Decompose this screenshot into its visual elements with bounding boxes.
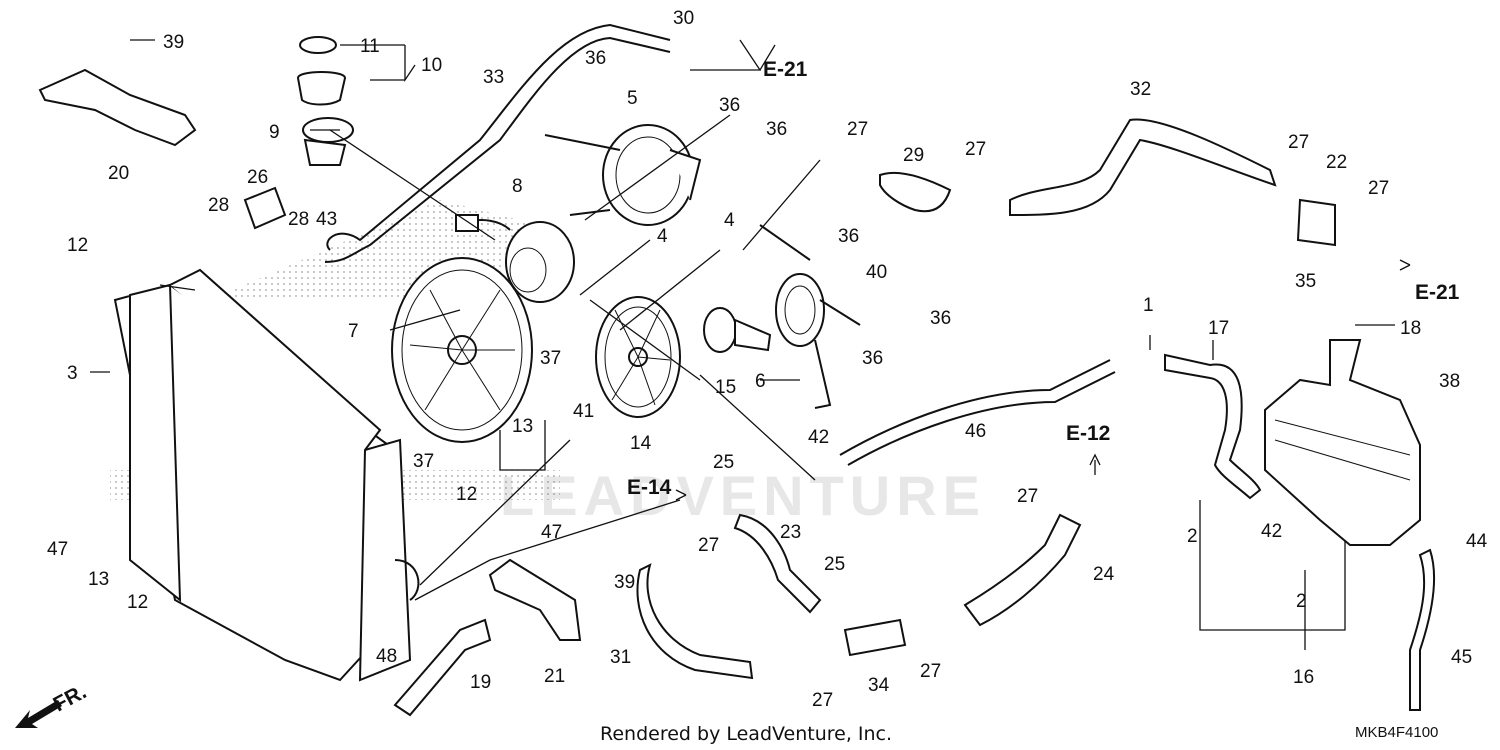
callout-12c: 12	[127, 592, 148, 613]
callout-1: 1	[1143, 295, 1154, 316]
callout-27h: 27	[920, 661, 941, 682]
callout-24: 24	[1093, 564, 1115, 585]
callout-16: 16	[1293, 667, 1314, 688]
callout-36d: 36	[838, 226, 859, 247]
callout-11: 11	[360, 36, 380, 57]
callout-14: 14	[630, 433, 652, 454]
fan-motor	[455, 214, 575, 303]
callout-46: 46	[965, 421, 986, 442]
callout-20: 20	[108, 163, 129, 184]
reference-e14: E-14	[627, 476, 672, 499]
callout-4a: 4	[657, 226, 668, 247]
callout-36e: 36	[930, 308, 951, 329]
callout-18: 18	[1400, 318, 1421, 339]
fan-motor-small	[703, 307, 772, 353]
callout-2a: 2	[1187, 526, 1198, 547]
callout-22: 22	[1326, 152, 1347, 173]
fan-shroud	[544, 124, 702, 226]
callout-36a: 36	[585, 48, 606, 69]
callout-12b: 12	[456, 484, 477, 505]
front-label: FR.	[50, 680, 91, 716]
callout-13b: 13	[88, 569, 109, 590]
callout-9: 9	[269, 122, 280, 143]
callout-25a: 25	[713, 452, 734, 473]
callout-13a: 13	[512, 416, 533, 437]
callout-27c: 27	[1288, 132, 1309, 153]
callout-34: 34	[868, 675, 890, 696]
hoses	[324, 23, 1436, 711]
callout-48: 48	[376, 646, 397, 667]
reference-e12: E-12	[1066, 422, 1110, 445]
callout-47b: 47	[47, 539, 68, 560]
callout-45: 45	[1451, 647, 1472, 668]
references: E-21 E-21 E-12 E-14	[627, 58, 1460, 499]
reserve-tank	[1264, 339, 1421, 546]
fan-large	[391, 257, 533, 443]
callout-4b: 4	[724, 210, 735, 231]
callout-47a: 47	[541, 522, 562, 543]
radiator	[113, 268, 420, 682]
callout-42b: 42	[1261, 521, 1282, 542]
callout-37a: 37	[540, 348, 561, 369]
callout-12a: 12	[67, 235, 88, 256]
diagram-code: MKB4F4100	[1355, 724, 1438, 741]
callout-25b: 25	[824, 554, 845, 575]
callout-28a: 28	[208, 195, 229, 216]
footer-credit: Rendered by LeadVenture, Inc.	[600, 723, 892, 745]
callout-39b: 39	[614, 572, 635, 593]
callout-15: 15	[715, 377, 736, 398]
callout-3: 3	[67, 363, 78, 384]
reference-e21-right: E-21	[1415, 281, 1460, 304]
callout-27d: 27	[1368, 178, 1389, 199]
callout-6: 6	[755, 371, 766, 392]
front-direction-indicator: FR.	[15, 680, 90, 728]
brackets	[38, 68, 582, 717]
callout-26: 26	[247, 167, 268, 188]
callout-35: 35	[1295, 271, 1316, 292]
callout-7: 7	[348, 321, 359, 342]
callout-27f: 27	[698, 535, 719, 556]
callout-40: 40	[866, 262, 887, 283]
callout-5: 5	[627, 88, 638, 109]
callout-32: 32	[1130, 79, 1151, 100]
callout-29: 29	[903, 145, 924, 166]
callout-41: 41	[573, 401, 594, 422]
reference-e21-top: E-21	[763, 58, 808, 81]
callout-44: 44	[1466, 531, 1488, 552]
callout-31: 31	[610, 647, 631, 668]
callout-27g: 27	[812, 690, 833, 711]
callout-38: 38	[1439, 371, 1460, 392]
callout-27b: 27	[965, 139, 986, 160]
callout-43: 43	[316, 209, 337, 230]
filler-neck	[243, 36, 354, 230]
callout-36f: 36	[862, 348, 883, 369]
callout-10: 10	[421, 55, 442, 76]
callout-27a: 27	[847, 119, 868, 140]
callout-28b: 28	[288, 209, 309, 230]
reference-arrows	[675, 259, 1411, 501]
callouts: 39 11 10 33 30 36 5 36 36 32 27 29 27 27…	[47, 8, 1488, 711]
callout-36c: 36	[766, 119, 787, 140]
callout-33: 33	[483, 67, 504, 88]
leader-lines	[90, 39, 1395, 650]
callout-2b: 2	[1296, 591, 1307, 612]
front-arrow-icon	[15, 700, 62, 728]
callout-23: 23	[780, 522, 801, 543]
fan-shroud-small	[759, 224, 861, 409]
callout-39a: 39	[163, 32, 184, 53]
callout-27e: 27	[1017, 486, 1038, 507]
callout-8: 8	[512, 176, 523, 197]
callout-36b: 36	[719, 95, 740, 116]
callout-37b: 37	[413, 451, 434, 472]
callout-19: 19	[470, 672, 491, 693]
callout-21: 21	[544, 666, 565, 687]
fan-small	[595, 296, 681, 418]
callout-30: 30	[673, 8, 694, 29]
callout-42a: 42	[808, 427, 829, 448]
callout-17: 17	[1208, 318, 1229, 339]
